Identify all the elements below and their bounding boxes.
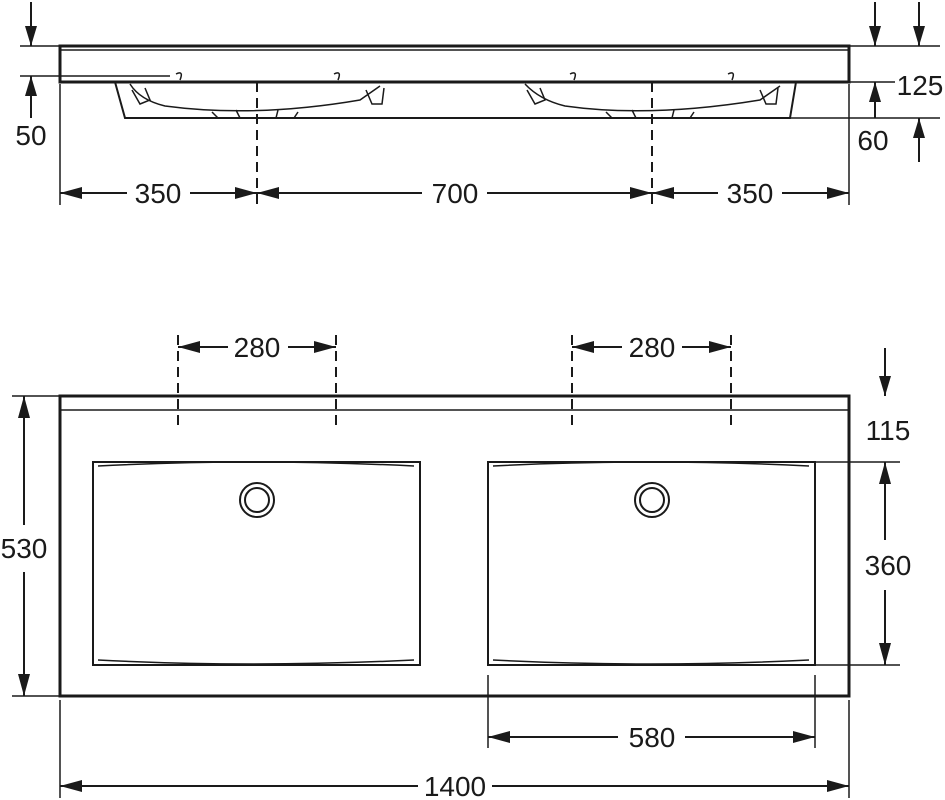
side-left-overflow-right (365, 87, 385, 105)
side-dim-125: 125 (897, 70, 944, 101)
side-dim60-arrow-a (869, 82, 881, 102)
side-dim-350-right: 350 (727, 178, 774, 209)
top-right-bowl (487, 461, 816, 666)
top-dim-280-right: 280 (629, 332, 676, 363)
side-arrow-4 (630, 187, 652, 199)
top-right-drain-inner (639, 487, 665, 513)
side-right-basin-curve (524, 83, 781, 112)
side-left-drain (211, 109, 299, 119)
top-left-bowl-inner (97, 461, 415, 665)
side-arrow-3 (257, 187, 279, 199)
top-dim360-arrow-top (879, 462, 891, 484)
top-dim280-left-arrow-1 (178, 341, 200, 353)
side-tap-hole-1 (175, 72, 183, 81)
top-dim530-arrow-bottom (18, 674, 30, 696)
side-view: 350 700 350 50 125 60 (15, 2, 943, 209)
top-left-bowl (92, 461, 421, 666)
top-left-drain-inner (244, 487, 270, 513)
top-dim530-arrow-top (18, 396, 30, 418)
top-dim280-left-arrow-2 (314, 341, 336, 353)
side-dim-350-left: 350 (135, 178, 182, 209)
top-dim360-arrow-bottom (879, 643, 891, 665)
side-arrow-2 (235, 187, 257, 199)
side-countertop-outline (58, 44, 851, 84)
top-dim115-arrow (879, 376, 891, 396)
side-tap-hole-2 (333, 72, 341, 81)
side-tap-hole-4 (727, 72, 735, 81)
side-arrow-6 (827, 187, 849, 199)
top-right-drain-outer (634, 482, 670, 518)
side-right-overflow-right (759, 87, 779, 105)
top-countertop-outline (58, 394, 851, 698)
side-dim-50: 50 (15, 120, 46, 151)
top-dim580-arrow-right (793, 731, 815, 743)
side-dim50-arrow-down (25, 26, 37, 46)
top-dim-280-left: 280 (234, 332, 281, 363)
top-dim580-arrow-left (488, 731, 510, 743)
side-dim125-arrow-b (913, 26, 925, 46)
side-dim-60: 60 (857, 125, 888, 156)
side-tap-hole-3 (569, 72, 577, 81)
side-arrow-5 (652, 187, 674, 199)
side-right-overflow-left (526, 87, 546, 105)
side-dim60-arrow-b (913, 118, 925, 138)
top-left-drain-outer (239, 482, 275, 518)
top-view: 280 280 115 360 530 580 (1, 332, 912, 800)
top-dim-115: 115 (866, 415, 911, 446)
side-left-overflow-left (131, 87, 151, 105)
top-dim1400-arrow-right (827, 780, 849, 792)
top-dim-1400: 1400 (424, 771, 486, 800)
top-dim280-right-arrow-2 (709, 341, 731, 353)
side-dim125-arrow-a (869, 26, 881, 46)
top-dim280-right-arrow-1 (572, 341, 594, 353)
top-right-bowl-inner (492, 461, 810, 665)
side-dim-700: 700 (432, 178, 479, 209)
top-dim-580: 580 (629, 722, 676, 753)
side-dim50-arrow-up (25, 76, 37, 96)
top-dim1400-arrow-left (60, 780, 82, 792)
top-dim-360: 360 (865, 550, 912, 581)
side-left-basin-curve (129, 83, 381, 112)
side-arrow-1 (60, 187, 82, 199)
side-right-drain (605, 109, 695, 119)
top-dim-530: 530 (1, 533, 48, 564)
side-bowl-outline (114, 81, 797, 119)
